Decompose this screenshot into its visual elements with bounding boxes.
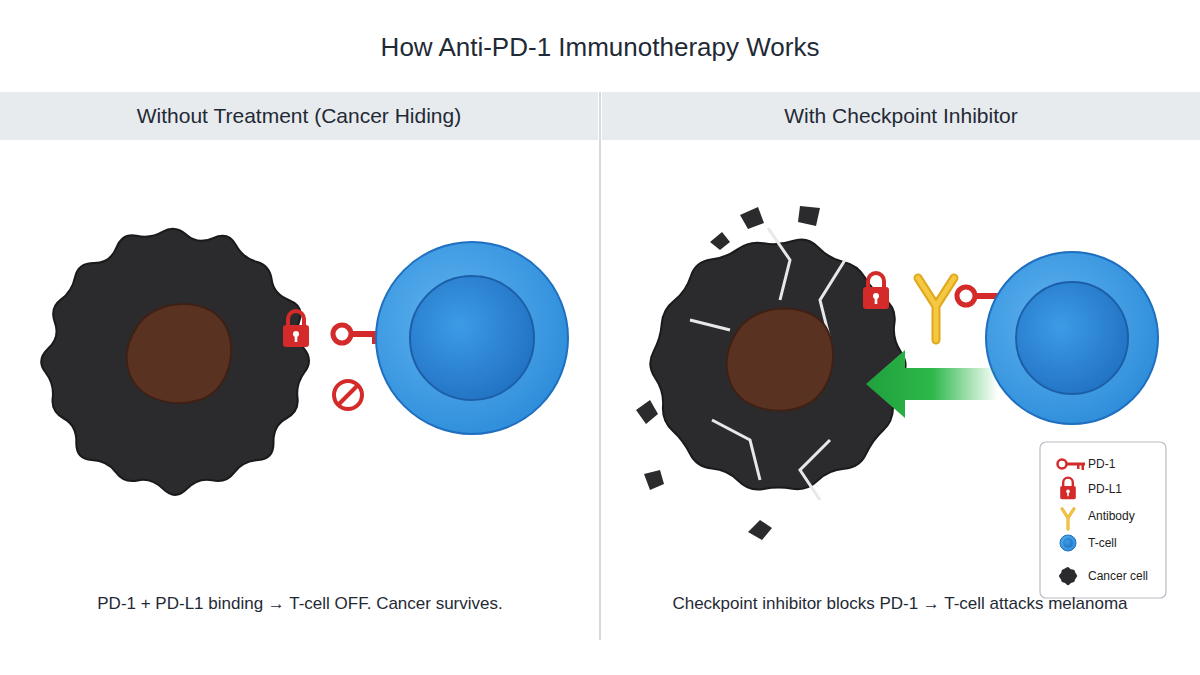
legend-text: Cancer cell	[1088, 569, 1148, 583]
panel-header: With Checkpoint Inhibitor	[602, 92, 1200, 140]
diagram-title: How Anti-PD-1 Immunotherapy Works	[381, 32, 820, 63]
panel-header: Without Treatment (Cancer Hiding)	[0, 92, 598, 140]
panel-heading: Without Treatment (Cancer Hiding)	[137, 104, 461, 128]
legend-text: PD-1	[1088, 457, 1115, 471]
legend-text: PD-L1	[1088, 482, 1122, 496]
panel-caption: Checkpoint inhibitor blocks PD-1 → T-cel…	[672, 594, 1127, 614]
panel-heading: With Checkpoint Inhibitor	[784, 104, 1017, 128]
panel-caption: PD-1 + PD-L1 binding → T-cell OFF. Cance…	[97, 594, 502, 614]
legend-text: Antibody	[1088, 509, 1135, 523]
legend-text: T-cell	[1088, 536, 1117, 550]
